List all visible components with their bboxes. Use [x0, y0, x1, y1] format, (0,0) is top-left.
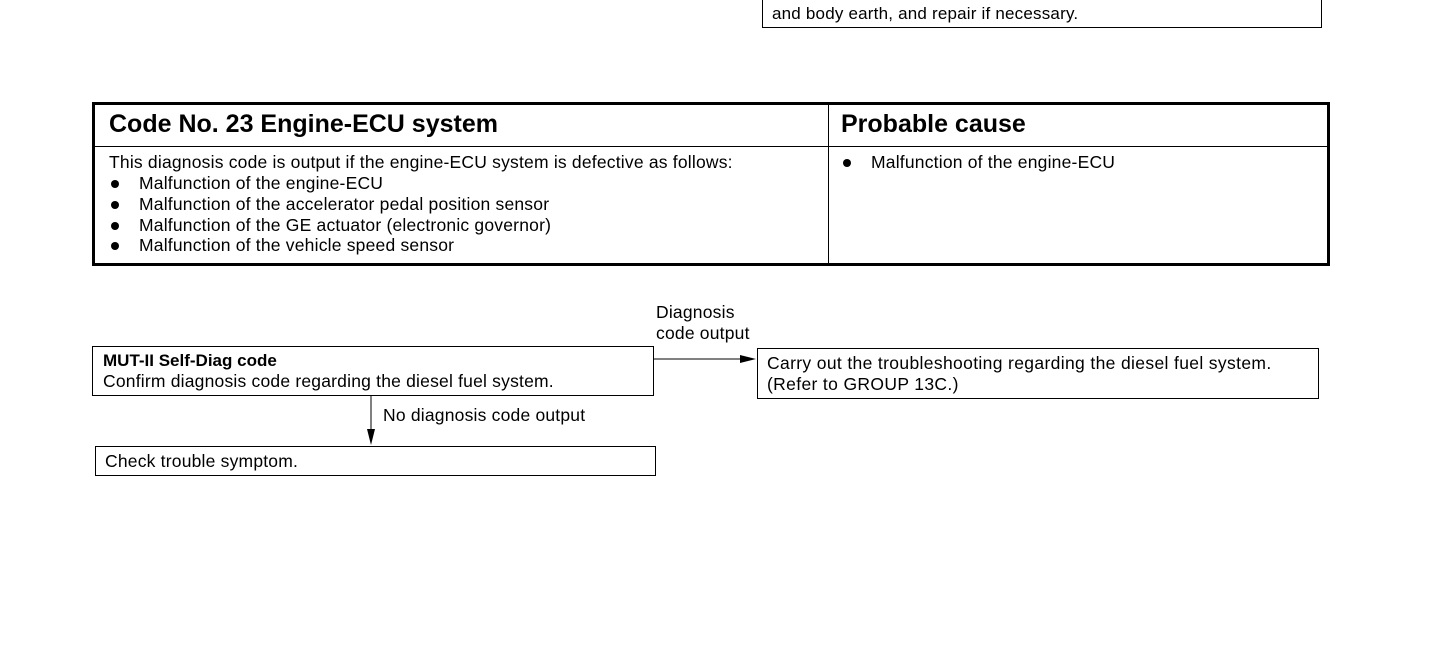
self-diag-text: Confirm diagnosis code regarding the die…: [103, 371, 554, 391]
bullet-icon: [111, 200, 119, 209]
no-arrowhead-icon: [367, 429, 375, 445]
list-item: Malfunction of the vehicle speed sensor: [109, 235, 551, 256]
group-reference-text: (Refer to GROUP 13C.): [767, 374, 959, 394]
fuel-system-troubleshooting-box: Carry out the troubleshooting regarding …: [757, 348, 1319, 399]
code-header: Code No. 23 Engine-ECU system: [109, 110, 498, 138]
table-header-divider: [95, 146, 1327, 147]
self-diag-title: MUT-II Self-Diag code: [103, 351, 277, 370]
previous-section-line-1: Check the harness between the ground of …: [772, 0, 1437, 1]
diagnosis-output-label-line-2: code output: [656, 323, 750, 343]
previous-section-box: Check the harness between the ground of …: [762, 0, 1322, 28]
check-symptom-box: Check trouble symptom.: [95, 446, 656, 476]
bullet-icon: [111, 242, 119, 251]
yes-arrowhead-icon: [740, 355, 756, 363]
self-diag-box: MUT-II Self-Diag code Confirm diagnosis …: [92, 346, 654, 396]
bullet-icon: [843, 159, 851, 167]
probable-cause-header: Probable cause: [841, 110, 1026, 138]
list-item: Malfunction of the GE actuator (electron…: [109, 215, 551, 236]
previous-section-line-2: and body earth, and repair if necessary.: [772, 4, 1079, 23]
bullet-icon: [111, 180, 119, 188]
no-diagnosis-output-label: No diagnosis code output: [383, 405, 586, 425]
defect-list: Malfunction of the engine-ECU Malfunctio…: [109, 173, 551, 256]
list-item: Malfunction of the accelerator pedal pos…: [109, 194, 551, 215]
diagnosis-output-label-line-1: Diagnosis: [656, 302, 735, 322]
diagnosis-code-table: Code No. 23 Engine-ECU system Probable c…: [92, 102, 1330, 266]
probable-cause-list: Malfunction of the engine-ECU: [841, 152, 1115, 173]
table-column-divider: [828, 105, 829, 263]
list-item: Malfunction of the engine-ECU: [841, 152, 1115, 173]
check-symptom-text: Check trouble symptom.: [105, 451, 299, 471]
code-description: This diagnosis code is output if the eng…: [109, 152, 733, 172]
troubleshooting-text: Carry out the troubleshooting regarding …: [767, 353, 1272, 373]
list-item: Malfunction of the engine-ECU: [109, 173, 551, 194]
bullet-icon: [111, 221, 119, 230]
